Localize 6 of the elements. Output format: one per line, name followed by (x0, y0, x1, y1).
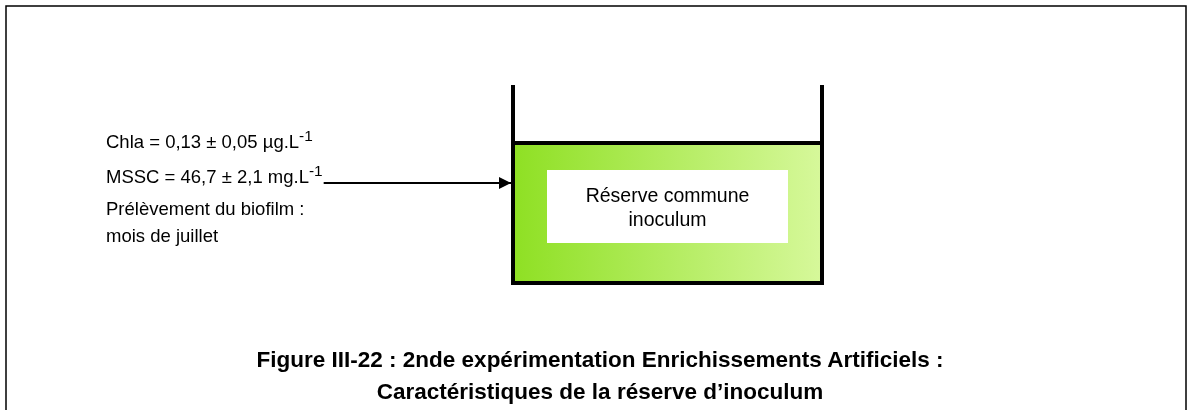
measurement-text: MSSC = 46,7 ± 2,1 mg.L$^{-1}$ (106, 161, 323, 190)
measurement-text: Prélèvement du biofilm : mois de juillet (106, 197, 306, 248)
figure-caption: Figure III-22 : 2nde expérimentation Enrichissements Artificiels : Caractéristiques de la réserve d’inoculum (255, 346, 945, 406)
arrow (322, 177, 512, 189)
measurement-text: Chla = 0,13 ± 0,05 µg.L$^{-1}$ (106, 126, 313, 155)
tank-label: Réserve commune inoculum (547, 170, 788, 243)
